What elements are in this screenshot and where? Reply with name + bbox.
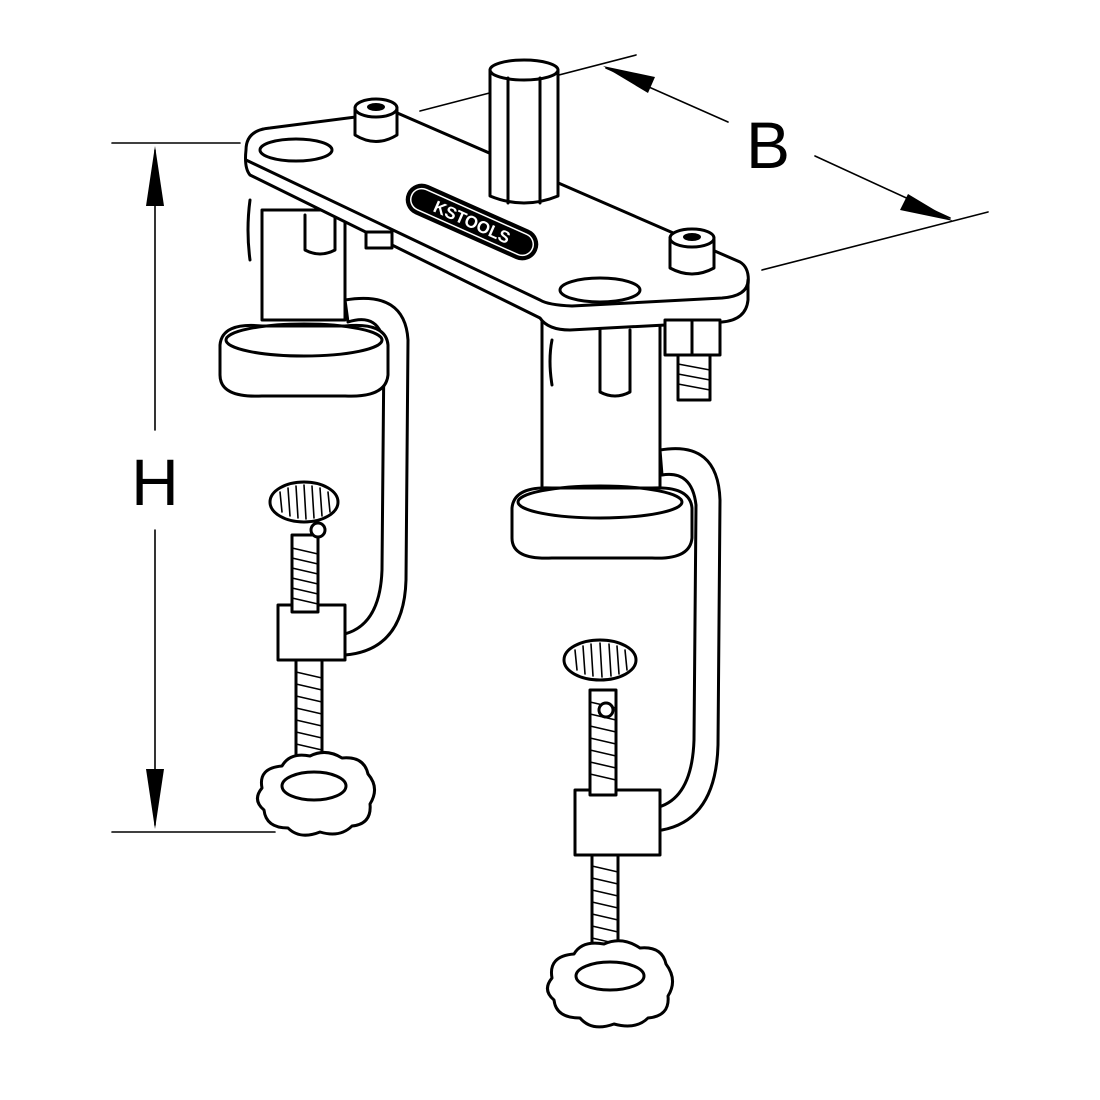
left-collar-top	[224, 322, 384, 358]
right-collar	[510, 486, 694, 560]
logo-badge-outline	[410, 187, 534, 257]
left-pin	[309, 521, 327, 539]
back-socket-hex	[367, 103, 385, 111]
dimension-b-arrow-lower	[900, 194, 953, 221]
dimension-h-label: H	[131, 445, 179, 519]
left-lower-arm	[276, 603, 347, 662]
back-socket-screw	[353, 108, 399, 143]
plate-hole-front	[558, 276, 642, 304]
right-collar-top	[516, 484, 684, 520]
hex-spindle-top	[488, 58, 560, 82]
right-star-foot	[546, 939, 674, 1029]
front-socket-hex	[683, 233, 701, 241]
left-star-foot	[256, 751, 376, 837]
right-column-groove	[598, 328, 632, 398]
logo-badge	[405, 183, 539, 261]
hex-spindle	[488, 68, 560, 205]
right-c-frame	[608, 447, 722, 834]
dimension-h-arrow-top	[146, 146, 164, 206]
right-clamp-assembly	[510, 316, 722, 1029]
right-column-slot	[548, 338, 554, 387]
dimension-b-front-extension	[761, 211, 989, 271]
left-knob-knurling	[279, 484, 331, 520]
left-column-slot	[246, 198, 252, 262]
side-bolt-thread	[677, 363, 711, 391]
top-plate-edge	[244, 158, 750, 308]
dimension-b-label: B	[746, 108, 790, 182]
right-lower-arm	[573, 788, 662, 857]
dimension-b-arrow-upper	[603, 66, 655, 93]
right-foot-hub	[574, 960, 646, 992]
left-upper-screw-thread	[291, 547, 319, 605]
left-foot-hub	[280, 770, 348, 802]
plate-hole-back	[258, 137, 334, 163]
dimension-h: H	[111, 142, 276, 833]
right-lower-screw-thread	[591, 865, 619, 945]
top-plate-assembly: KSTOOLS	[244, 58, 750, 402]
right-knob-knurling	[574, 642, 628, 678]
left-lower-screw-thread	[295, 671, 323, 763]
rear-small-bolt	[364, 230, 394, 250]
dimension-h-arrow-bottom	[146, 769, 164, 829]
left-collar	[218, 323, 390, 398]
front-socket-screw	[668, 238, 716, 276]
left-clamp-assembly	[218, 198, 410, 837]
right-pin	[597, 701, 615, 719]
left-column-groove	[303, 213, 337, 256]
